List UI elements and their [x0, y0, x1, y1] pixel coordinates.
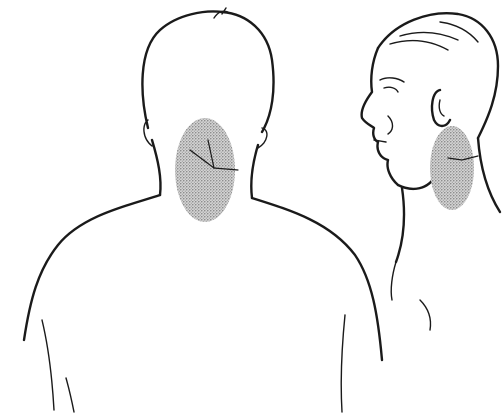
side-head-back	[378, 13, 498, 138]
side-shoulder-front	[391, 262, 396, 300]
back-neck-right	[251, 145, 258, 198]
side-neck-back	[478, 138, 500, 212]
back-shoulder-left	[24, 195, 160, 340]
back-shoulder-right	[252, 198, 382, 360]
side-ear-inner	[439, 100, 444, 116]
side-eye	[384, 87, 398, 92]
side-brow	[380, 78, 404, 82]
back-arm-inner-left	[42, 320, 54, 410]
side-face-profile	[362, 48, 398, 185]
back-view-figure	[24, 8, 382, 412]
back-spine-hint	[66, 378, 74, 412]
back-arm-inner-right	[341, 315, 345, 412]
back-neck-left	[152, 140, 161, 195]
side-shoulder-curve	[420, 300, 431, 330]
side-view-figure	[362, 13, 500, 330]
side-neck-front	[396, 188, 404, 262]
back-pain-region	[175, 118, 235, 222]
side-nose-crease	[388, 116, 393, 134]
side-ear	[432, 90, 450, 126]
back-head-outline	[142, 12, 273, 132]
side-pain-region	[430, 126, 474, 210]
